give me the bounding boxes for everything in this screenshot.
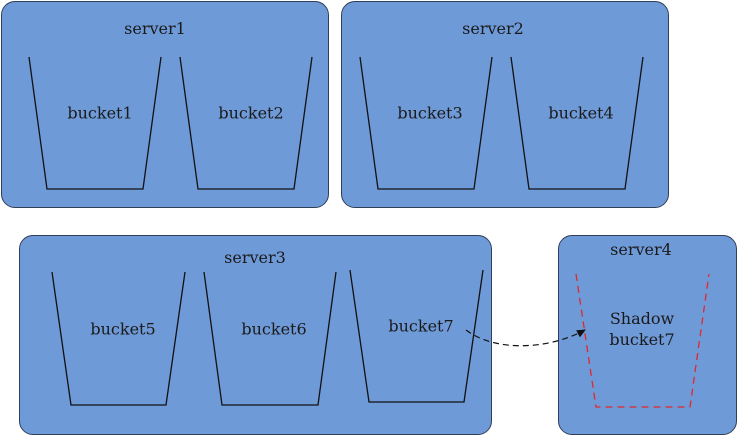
- bucket-6-label: bucket6: [241, 319, 307, 339]
- server-title-3: server3: [224, 248, 286, 267]
- bucket-7-label: bucket7: [388, 316, 454, 336]
- server-title-4: server4: [610, 240, 672, 259]
- shadow-bucket-7-outline: [575, 273, 710, 408]
- replication-arrow: [465, 329, 586, 347]
- bucket-5-label: bucket5: [90, 319, 156, 339]
- bucket-4-outline: [510, 56, 644, 190]
- bucket-4-label: bucket4: [548, 103, 614, 123]
- bucket-3-outline: [359, 56, 493, 190]
- shadow-bucket-7-label: Shadow bucket7: [609, 308, 674, 350]
- bucket-5-outline: [51, 271, 186, 406]
- shadow-bucket-7-label-line2: bucket7: [609, 330, 675, 349]
- bucket-3-label: bucket3: [397, 103, 463, 123]
- bucket-1-label: bucket1: [67, 103, 133, 123]
- bucket-2-label: bucket2: [218, 103, 284, 123]
- shadow-bucket-7-label-line1: Shadow: [609, 309, 675, 328]
- server-box-2: [341, 1, 669, 208]
- server-box-1: [1, 1, 329, 208]
- bucket-6-outline: [203, 271, 337, 406]
- bucket-1-outline: [28, 56, 162, 190]
- server-title-1: server1: [124, 19, 186, 38]
- server-box-4: [558, 235, 737, 435]
- bucket-7-outline: [349, 269, 484, 403]
- server-title-2: server2: [462, 19, 524, 38]
- bucket-2-outline: [179, 56, 313, 190]
